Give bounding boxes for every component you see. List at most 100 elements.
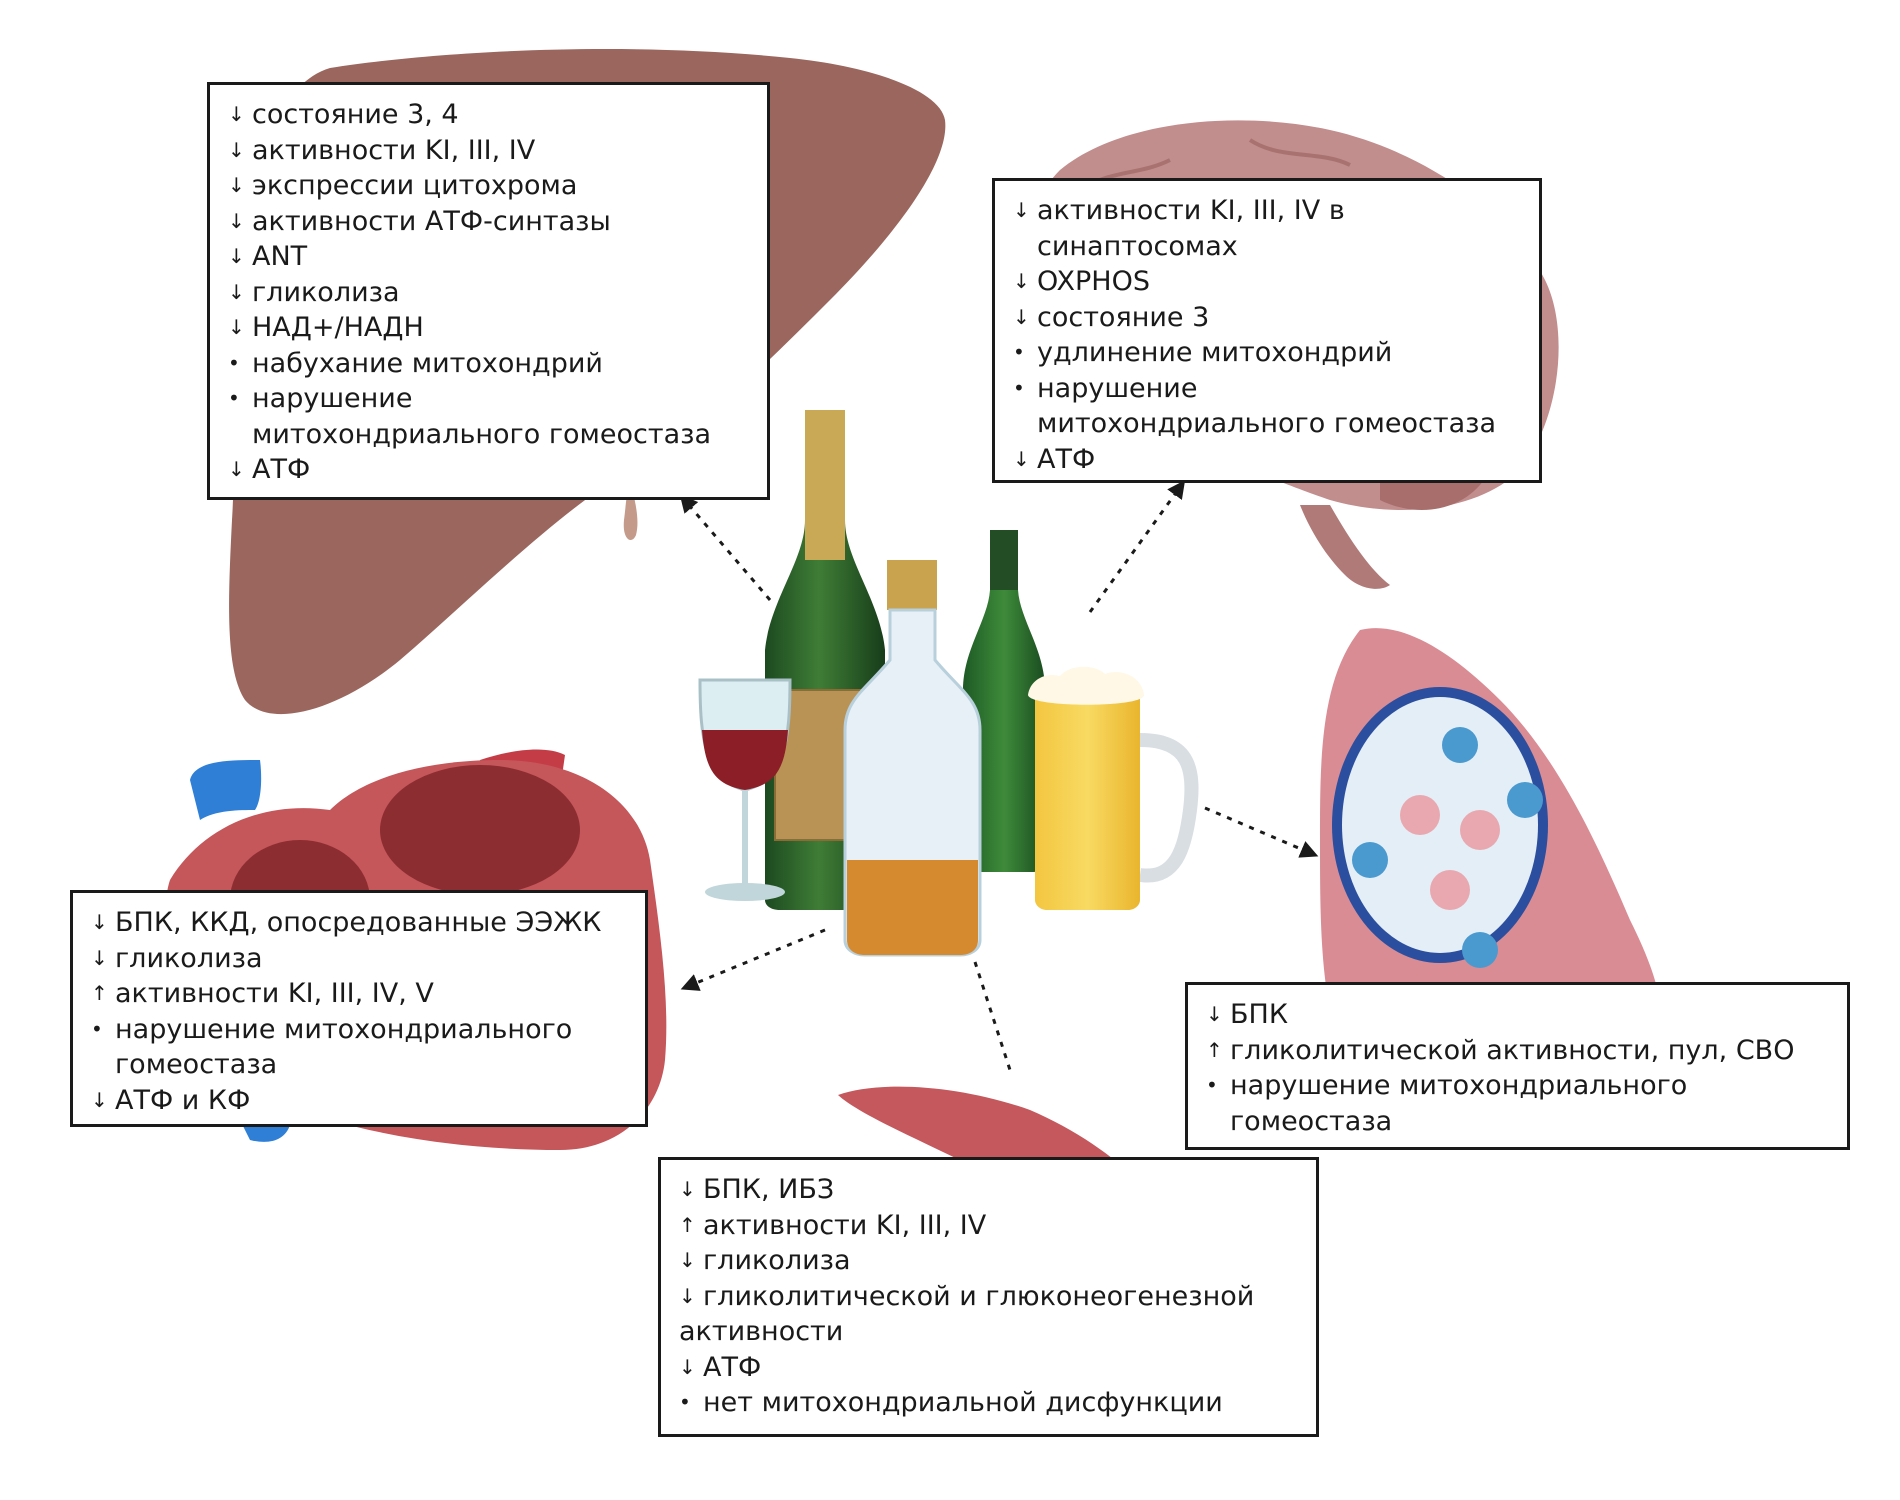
brain-effect-line: ↓состояние 3	[1013, 300, 1521, 336]
liver-effect-line: ↓активности KI, III, IV	[228, 133, 749, 169]
effect-text: гликолиза	[252, 276, 400, 308]
bullet-icon: •	[1013, 375, 1025, 400]
effect-text: нарушение митохондриального	[1230, 1070, 1688, 1101]
muscle-effect-line: ↓ гликолитической и глюконеогенезной	[679, 1279, 1298, 1315]
arrows	[679, 480, 1319, 1071]
effect-text: состояние 3, 4	[252, 99, 459, 130]
muscle-effect-line: активности	[679, 1314, 1298, 1350]
up-arrow-icon: ↑	[1206, 1037, 1223, 1062]
effect-text: АТФ	[1037, 443, 1096, 475]
heart-effects-list: ↓ БПК, ККД, опосредованные ЭЭЖК ↓ гликолиза…	[91, 905, 627, 1118]
down-arrow-icon: ↓	[679, 1248, 696, 1272]
effect-text: экспрессии цитохрома	[252, 170, 578, 201]
heart-effect-line: ↓ гликолиза	[91, 941, 627, 977]
up-arrow-icon: ↑	[91, 981, 108, 1005]
muscle-effect-line: ↑ активности KI, III, IV	[679, 1208, 1298, 1244]
lung-effect-line: гомеостаза	[1206, 1104, 1829, 1140]
down-arrow-icon: ↓	[228, 173, 245, 197]
down-arrow-icon: ↓	[1013, 198, 1030, 222]
liver-effect-line: ↓ ANT	[228, 239, 749, 275]
effect-text: гликолитической и глюконеогенезной	[703, 1280, 1255, 1312]
effect-text: гликолиза	[115, 942, 263, 974]
liver-effect-line: ↓АТФ	[228, 452, 749, 488]
down-arrow-icon: ↓	[228, 315, 245, 339]
liver-effect-line: •нарушение	[228, 381, 749, 417]
effect-text: гликолитической активности, пул, СВО	[1230, 1034, 1795, 1066]
effect-text: БПК, ИБЗ	[703, 1174, 835, 1205]
brain-effects-box: ↓ активности KI, III, IV в синаптосомах ↓ OX…	[992, 178, 1542, 483]
liver-effect-line: • набухание митохондрий	[228, 346, 749, 382]
brain-effect-line: синаптосомах	[1013, 229, 1521, 265]
lung-illustration	[1320, 628, 1660, 1010]
down-arrow-icon: ↓	[91, 945, 108, 970]
down-arrow-icon: ↓	[1013, 446, 1030, 471]
down-arrow-icon: ↓	[679, 1177, 696, 1201]
brain-effect-line: •нарушение	[1013, 371, 1521, 407]
liver-effects-box: ↓состояние 3, 4↓активности KI, III, IV↓э…	[207, 82, 770, 500]
lung-effects-list: ↓БПК ↑ гликолитической активности, пул, СВ…	[1206, 997, 1829, 1139]
effect-text: нет митохондриальной дисфункции	[703, 1387, 1223, 1418]
liver-effect-line: ↓ НАД+/НАДН	[228, 310, 749, 346]
brain-effect-line: ↓ АТФ	[1013, 442, 1521, 478]
muscle-effects-list: ↓ БПК, ИБЗ ↑ активности KI, III, IV ↓ гликоли…	[679, 1172, 1298, 1421]
down-arrow-icon: ↓	[228, 208, 245, 233]
muscle-effects-box: ↓ БПК, ИБЗ ↑ активности KI, III, IV ↓ гликоли…	[658, 1157, 1319, 1437]
brain-effect-line: •удлинение митохондрий	[1013, 335, 1521, 371]
effect-text: активности KI, III, IV, V	[115, 978, 434, 1009]
bullet-icon: •	[1206, 1073, 1218, 1097]
heart-effects-box: ↓ БПК, ККД, опосредованные ЭЭЖК ↓ гликолиза…	[70, 890, 648, 1127]
liver-effect-line: ↓ состояние 3, 4	[228, 97, 749, 133]
effect-text: БПК, ККД, опосредованные ЭЭЖК	[115, 907, 602, 938]
up-arrow-icon: ↑	[679, 1212, 696, 1237]
heart-effect-line: ↓ БПК, ККД, опосредованные ЭЭЖК	[91, 905, 627, 941]
lung-effect-line: • нарушение митохондриального	[1206, 1068, 1829, 1104]
effect-text: гомеостаза	[1230, 1105, 1393, 1137]
muscle-effect-line: ↓ БПК, ИБЗ	[679, 1172, 1298, 1208]
muscle-effect-line: ↓ гликолиза	[679, 1243, 1298, 1279]
down-arrow-icon: ↓	[91, 910, 108, 934]
effect-text: OXPHOS	[1037, 266, 1150, 297]
lung-effects-box: ↓БПК ↑ гликолитической активности, пул, СВ…	[1185, 982, 1850, 1150]
liver-effect-line: ↓ экспрессии цитохрома	[228, 168, 749, 204]
effect-text: активности АТФ-синтазы	[252, 205, 611, 237]
muscle-effect-line: ↓АТФ	[679, 1350, 1298, 1386]
effect-text: синаптосомах	[1037, 230, 1238, 262]
down-arrow-icon: ↓	[228, 137, 245, 162]
down-arrow-icon: ↓	[679, 1354, 696, 1379]
liver-effect-line: митохондриального гомеостаза	[228, 417, 749, 453]
down-arrow-icon: ↓	[1013, 269, 1030, 293]
effect-text: АТФ и КФ	[115, 1084, 251, 1116]
down-arrow-icon: ↓	[228, 244, 245, 268]
effect-text: нарушение митохондриального	[115, 1013, 573, 1045]
effect-text: активности KI, III, IV в	[1037, 195, 1345, 226]
muscle-effect-line: • нет митохондриальной дисфункции	[679, 1385, 1298, 1421]
effect-text: ANT	[252, 241, 308, 272]
down-arrow-icon: ↓	[228, 102, 245, 126]
heart-effect-line: гомеостаза	[91, 1047, 627, 1083]
down-arrow-icon: ↓	[679, 1283, 696, 1308]
brain-effect-line: митохондриального гомеостаза	[1013, 406, 1521, 442]
effect-text: НАД+/НАДН	[252, 312, 424, 343]
liver-effect-line: ↓гликолиза	[228, 275, 749, 311]
bullet-icon: •	[1013, 340, 1025, 364]
effect-text: митохондриального гомеостаза	[1037, 408, 1497, 439]
effect-text: гликолиза	[703, 1245, 851, 1276]
bullet-icon: •	[679, 1390, 691, 1414]
effect-text: состояние 3	[1037, 301, 1210, 333]
arrow-to-liver	[679, 494, 772, 601]
line-to-muscle	[973, 961, 1012, 1071]
liver-effects-list: ↓состояние 3, 4↓активности KI, III, IV↓э…	[228, 97, 749, 488]
bullet-icon: •	[228, 350, 240, 375]
drinks-illustration	[698, 410, 1199, 957]
lung-effect-line: ↓БПК	[1206, 997, 1829, 1033]
effect-text: митохондриального гомеостаза	[252, 418, 712, 450]
bullet-icon: •	[91, 1016, 103, 1041]
effect-text: БПК	[1230, 999, 1288, 1030]
effect-text: набухание митохондрий	[252, 347, 603, 379]
brain-effects-list: ↓ активности KI, III, IV в синаптосомах ↓ OX…	[1013, 193, 1521, 477]
heart-effect-line: • нарушение митохондриального	[91, 1012, 627, 1048]
down-arrow-icon: ↓	[91, 1087, 108, 1112]
heart-effect-line: ↓ АТФ и КФ	[91, 1083, 627, 1119]
effect-text: активности KI, III, IV	[703, 1209, 987, 1241]
liver-effect-line: ↓ активности АТФ-синтазы	[228, 204, 749, 240]
